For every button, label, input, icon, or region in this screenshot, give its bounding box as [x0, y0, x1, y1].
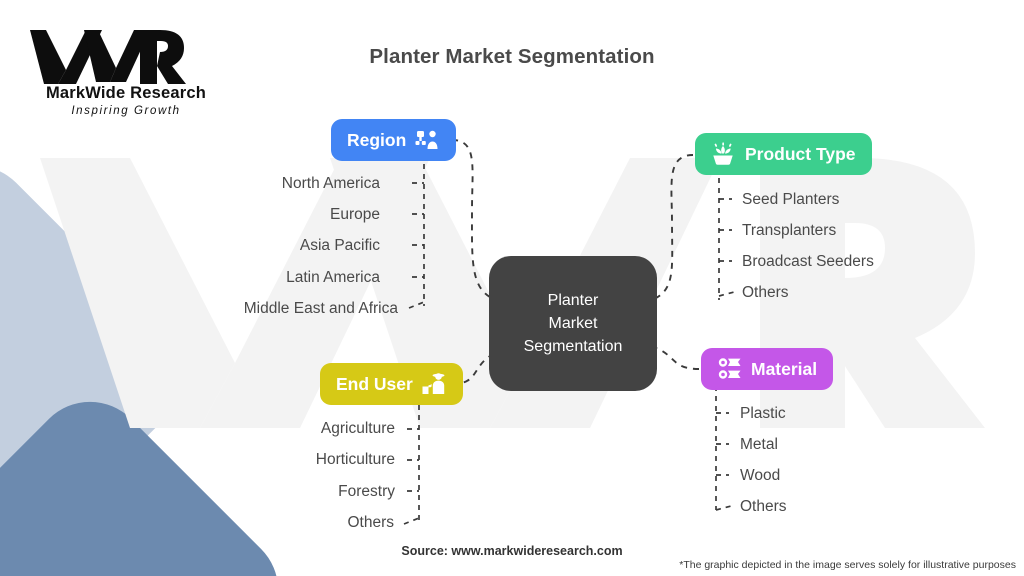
leaf-product-type-3: Others	[742, 284, 789, 301]
leaf-material-3: Others	[740, 498, 787, 515]
leaf-end-user-3: Others	[347, 514, 394, 531]
users-group-icon	[414, 127, 440, 153]
leaf-material-0: Plastic	[740, 405, 786, 422]
brand-name: MarkWide Research	[45, 84, 207, 102]
leaf-region-3: Latin America	[286, 269, 380, 286]
leaf-product-type-2: Broadcast Seeders	[742, 253, 874, 270]
page-title: Planter Market Segmentation	[369, 45, 655, 68]
center-node-line-1: Planter	[547, 291, 599, 309]
branch-badge-region[interactable]: Region	[331, 119, 457, 161]
leaf-region-0: North America	[281, 175, 380, 192]
branch-label-product-type: Product Type	[745, 143, 856, 164]
source-caption: Source: www.markwideresearch.com	[401, 544, 623, 558]
farmer-icon	[421, 371, 447, 397]
leaf-product-type-1: Transplanters	[742, 222, 837, 239]
branch-label-end-user: End User	[336, 373, 413, 394]
center-node: Planter Market Segmentation	[489, 256, 657, 391]
potted-seedling-icon	[711, 141, 737, 167]
branch-badge-material[interactable]: Material	[701, 348, 834, 390]
disclaimer-note: *The graphic depicted in the image serve…	[679, 559, 1016, 571]
branch-label-region: Region	[347, 129, 407, 150]
leaf-region-1: Europe	[330, 206, 380, 223]
center-node-line-3: Segmentation	[523, 338, 623, 356]
branch-badge-product-type[interactable]: Product Type	[695, 133, 872, 175]
leaf-end-user-2: Forestry	[338, 483, 395, 500]
leaf-end-user-1: Horticulture	[315, 451, 395, 468]
leaf-region-4: Middle East and Africa	[243, 300, 398, 317]
branch-label-material: Material	[751, 358, 818, 379]
leaf-end-user-0: Agriculture	[320, 420, 395, 437]
center-node-line-2: Market	[548, 314, 598, 332]
mwr-logo-mark	[30, 30, 186, 84]
leaf-material-1: Metal	[740, 436, 778, 453]
brand-tagline: Inspiring Growth	[71, 105, 181, 117]
leaf-region-2: Asia Pacific	[299, 237, 380, 254]
leaf-material-2: Wood	[740, 467, 781, 484]
leaf-product-type-0: Seed Planters	[742, 191, 840, 208]
brand-logo: MarkWide Research Inspiring Growth	[26, 26, 226, 117]
material-layers-icon	[717, 356, 743, 382]
branch-badge-end-user[interactable]: End User	[320, 363, 463, 405]
